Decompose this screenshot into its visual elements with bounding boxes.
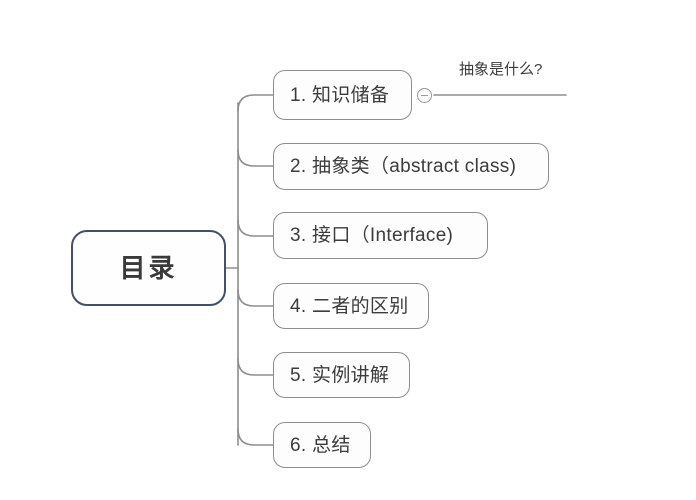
- connector-branch-5: [237, 358, 274, 376]
- branch-node-1-label: 1. 知识储备: [290, 84, 390, 106]
- annotation-label: 抽象是什么?: [459, 61, 543, 78]
- root-node[interactable]: 目录: [71, 230, 226, 306]
- branch-node-4[interactable]: 4. 二者的区别: [273, 283, 429, 329]
- branch-node-5-label: 5. 实例讲解: [290, 364, 390, 386]
- collapse-minus-icon[interactable]: [417, 88, 432, 103]
- branch-node-1[interactable]: 1. 知识储备: [273, 70, 412, 120]
- branch-node-3[interactable]: 3. 接口（Interface): [273, 212, 488, 259]
- branch-node-2[interactable]: 2. 抽象类（abstract class): [273, 143, 549, 190]
- branch-node-3-label: 3. 接口（Interface): [290, 225, 454, 246]
- connector-branch-1: [237, 94, 274, 112]
- connector-branch-2: [237, 149, 274, 167]
- connector-branch-4: [237, 289, 274, 307]
- connector-branch-3: [237, 219, 274, 237]
- connector-branch-6: [237, 428, 274, 446]
- branch-node-4-label: 4. 二者的区别: [290, 295, 409, 317]
- branch-node-6-label: 6. 总结: [290, 434, 351, 456]
- branch-node-5[interactable]: 5. 实例讲解: [273, 352, 410, 398]
- branch-node-6[interactable]: 6. 总结: [273, 422, 371, 468]
- branch-node-2-label: 2. 抽象类（abstract class): [290, 156, 517, 177]
- root-node-label: 目录: [119, 253, 178, 283]
